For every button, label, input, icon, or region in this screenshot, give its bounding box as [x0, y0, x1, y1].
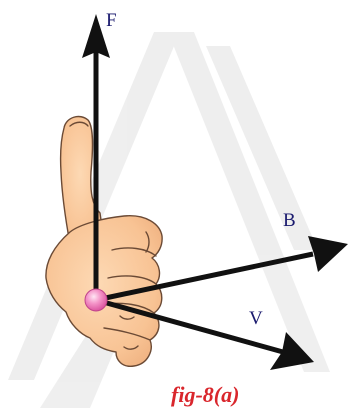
force-label: F [106, 10, 117, 31]
magnetic-field-arrowhead [308, 236, 348, 272]
figure-caption: fig-8(a) [171, 382, 239, 407]
velocity-label: V [249, 308, 263, 329]
origin-point [85, 289, 107, 311]
magnetic-field-label: B [283, 210, 296, 231]
